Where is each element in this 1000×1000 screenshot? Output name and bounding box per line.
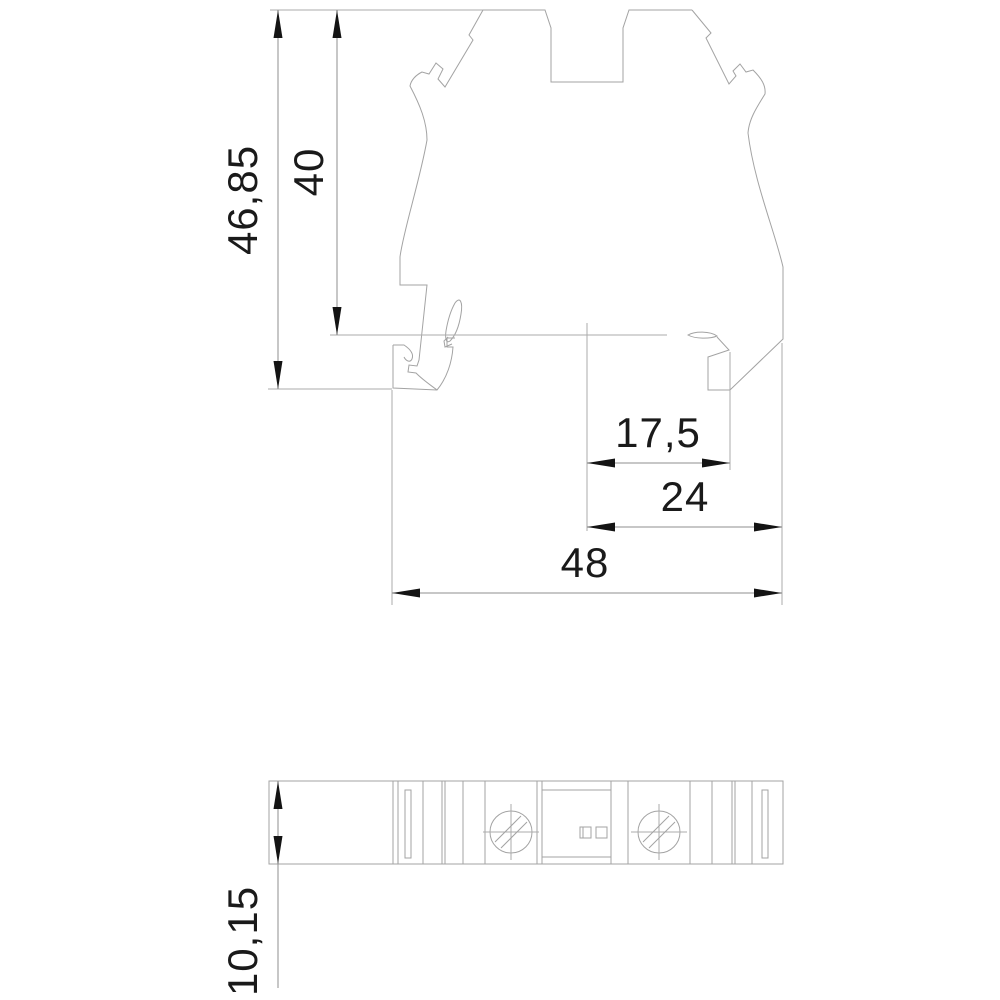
right-foot-lens (686, 331, 719, 339)
body-right-side (691, 9, 784, 391)
left-foot-outer (392, 337, 455, 391)
body-top-slot (483, 9, 692, 83)
front-view-outline (392, 9, 784, 391)
dim-label-46-85: 46,85 (219, 145, 266, 255)
left-latch-bracket (404, 789, 412, 859)
dim-label-17-5: 17,5 (615, 409, 701, 456)
left-foot-hook (393, 344, 413, 362)
dim-height-above-rail: 40 (285, 10, 342, 335)
top-view (268, 780, 784, 865)
clip-finger-tip (443, 336, 453, 348)
marker-square-left (579, 826, 592, 839)
screw-left (483, 804, 539, 860)
dim-width-24: 24 (587, 473, 782, 532)
top-view-partition-lines (392, 781, 753, 864)
dim-overall-height: 46,85 (219, 10, 283, 389)
dim-label-10-15: 10,15 (219, 886, 266, 996)
top-view-body (268, 780, 784, 865)
dim-depth: 10,15 (219, 781, 283, 996)
dim-label-24: 24 (661, 473, 710, 520)
dim-label-40: 40 (285, 148, 332, 197)
dim-overall-width: 48 (392, 539, 782, 598)
screw-right (631, 804, 687, 860)
busbar-area (542, 789, 611, 858)
clip-finger (445, 299, 463, 343)
body-top-left-funnel (399, 9, 484, 391)
dim-label-48: 48 (561, 539, 610, 586)
dim-pitch: 17,5 (587, 409, 730, 468)
marker-square-right (595, 826, 608, 839)
dimension-extension-lines (268, 9, 783, 605)
right-latch-bracket (761, 789, 769, 859)
